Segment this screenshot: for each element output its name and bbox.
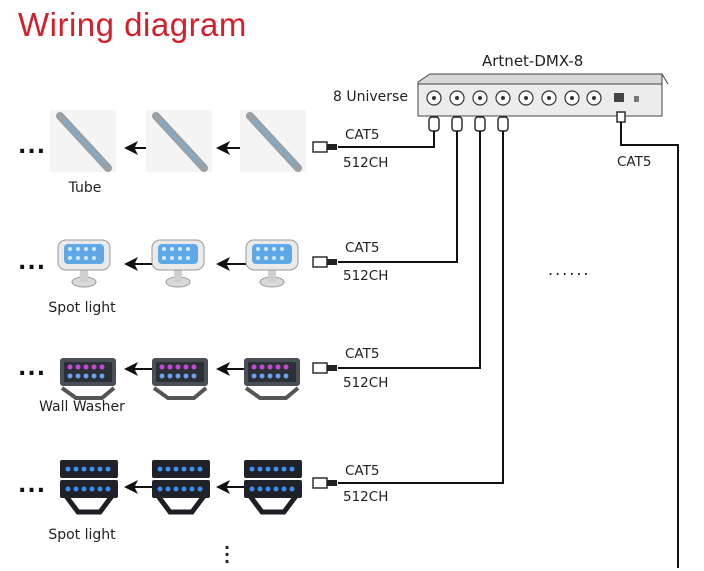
cable-label: CAT5 (345, 346, 380, 362)
continuation-dots: ... (18, 356, 47, 381)
tube-fixture-icon (240, 110, 306, 172)
tube-fixture-icon (50, 110, 116, 172)
cable-label: CAT5 (345, 240, 380, 256)
continuation-dots: ... (18, 250, 47, 275)
rj45-plug-icon (312, 362, 337, 374)
arrow-left-icon (124, 257, 154, 271)
spot-light-fixture-icon (57, 239, 111, 288)
cable-label: CAT5 (345, 127, 380, 143)
wall-washer-fixture-icon (60, 358, 116, 400)
tube-fixture-icon (146, 110, 212, 172)
ethernet-port (614, 93, 624, 102)
fixture-label: Spot light (48, 300, 116, 316)
network-cable-label: CAT5 (617, 154, 652, 170)
channel-label: 512CH (343, 155, 389, 171)
fixture-label: Wall Washer (39, 399, 125, 415)
wall-washer-fixture-icon (244, 358, 300, 400)
fixture-label: Spot light (48, 527, 116, 543)
continuation-dots: ... (18, 473, 47, 498)
fixture-label: Tube (68, 180, 102, 196)
rj45-plug-icon (312, 141, 337, 153)
flood-light-fixture-icon (152, 460, 210, 515)
device-name: Artnet-DMX-8 (482, 52, 584, 70)
wall-washer-fixture-icon (152, 358, 208, 400)
arrow-left-icon (124, 480, 154, 494)
arrow-left-icon (216, 362, 246, 376)
rj45-plug-icon (312, 256, 337, 268)
power-port (634, 96, 639, 102)
flood-light-fixture-icon (60, 460, 118, 515)
channel-label: 512CH (343, 375, 389, 391)
spot-light-fixture-icon (245, 239, 299, 288)
arrow-left-icon (216, 480, 246, 494)
arrow-left-icon (124, 141, 154, 155)
more-outputs-ellipsis: ...... (548, 260, 591, 279)
channel-label: 512CH (343, 489, 389, 505)
rj45-plug-icon (312, 477, 337, 489)
continuation-dots: ... (18, 134, 47, 159)
spot-light-fixture-icon (151, 239, 205, 288)
channel-label: 512CH (343, 268, 389, 284)
arrow-left-icon (216, 141, 246, 155)
flood-light-fixture-icon (244, 460, 302, 515)
cable-label: CAT5 (345, 463, 380, 479)
diagram-title: Wiring diagram (18, 6, 247, 43)
vertical-continuation-dots: ··· (224, 538, 231, 571)
arrow-left-icon (216, 257, 246, 271)
arrow-left-icon (124, 362, 154, 376)
universe-label: 8 Universe (333, 89, 408, 105)
